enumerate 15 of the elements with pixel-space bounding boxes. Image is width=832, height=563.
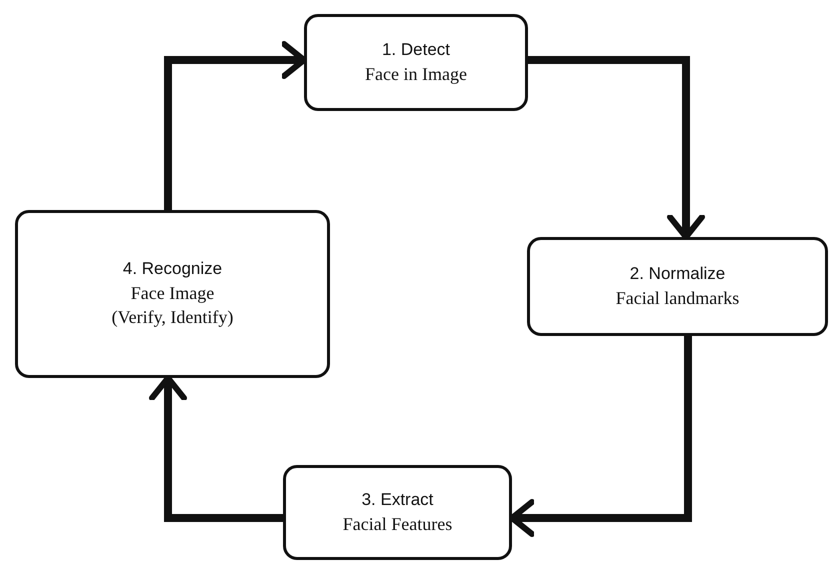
step-description: Face in Image bbox=[365, 62, 467, 86]
step-title: 2. Normalize bbox=[630, 262, 726, 285]
arrow bbox=[528, 56, 705, 240]
step-description: Face Image bbox=[130, 282, 214, 306]
process-box bbox=[304, 14, 528, 111]
step-description: Facial landmarks bbox=[616, 286, 740, 310]
step-title: 1. Detect bbox=[382, 38, 450, 61]
step-description: (Verify, Identify) bbox=[112, 306, 234, 330]
process-box bbox=[15, 210, 330, 378]
step-description: Facial Features bbox=[342, 512, 452, 536]
arrow bbox=[149, 375, 283, 522]
step-title: 4. Recognize bbox=[122, 258, 222, 280]
process-box bbox=[283, 465, 512, 560]
process-box bbox=[527, 237, 828, 336]
step-title: 3. Extract bbox=[362, 488, 434, 511]
